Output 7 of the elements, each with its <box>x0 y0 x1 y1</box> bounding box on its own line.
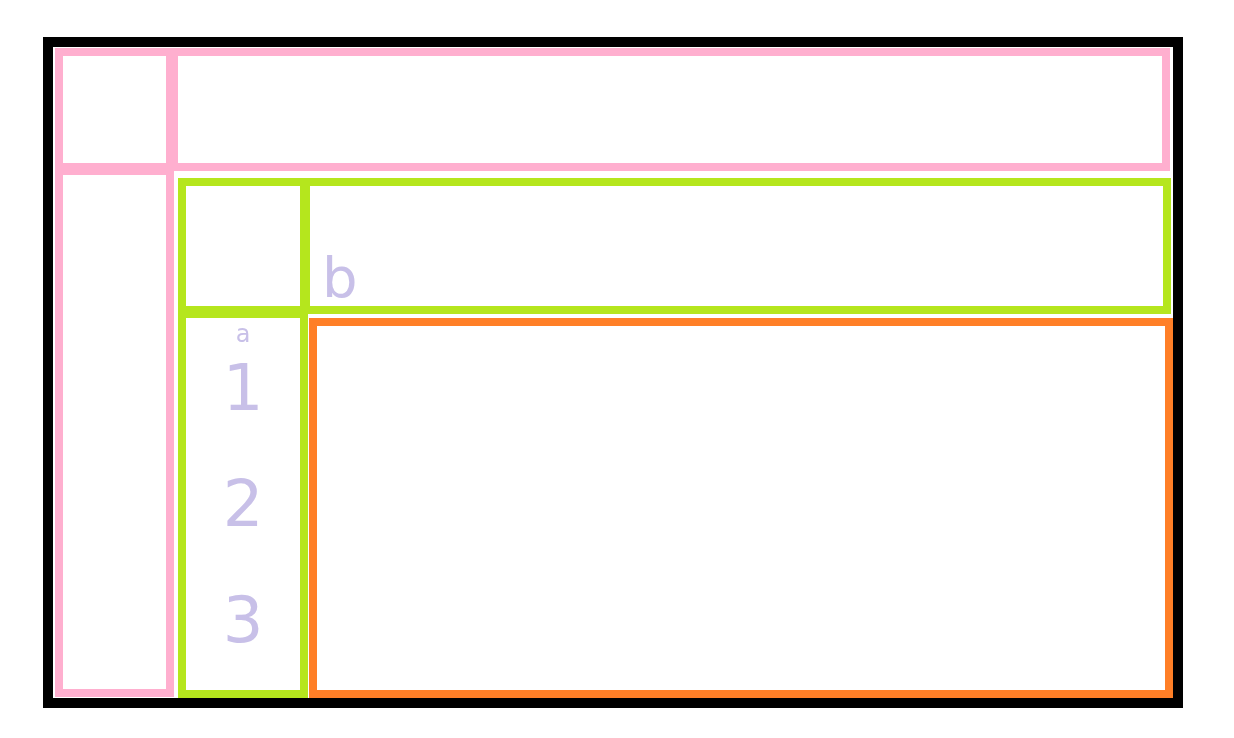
label-text: b <box>322 250 358 306</box>
label-text: 2 <box>222 472 264 536</box>
label-text: a <box>235 322 251 346</box>
label-text: 3 <box>222 588 264 652</box>
outer-frame <box>43 37 1183 708</box>
content-box <box>309 318 1173 698</box>
label-text: 1 <box>222 356 264 420</box>
